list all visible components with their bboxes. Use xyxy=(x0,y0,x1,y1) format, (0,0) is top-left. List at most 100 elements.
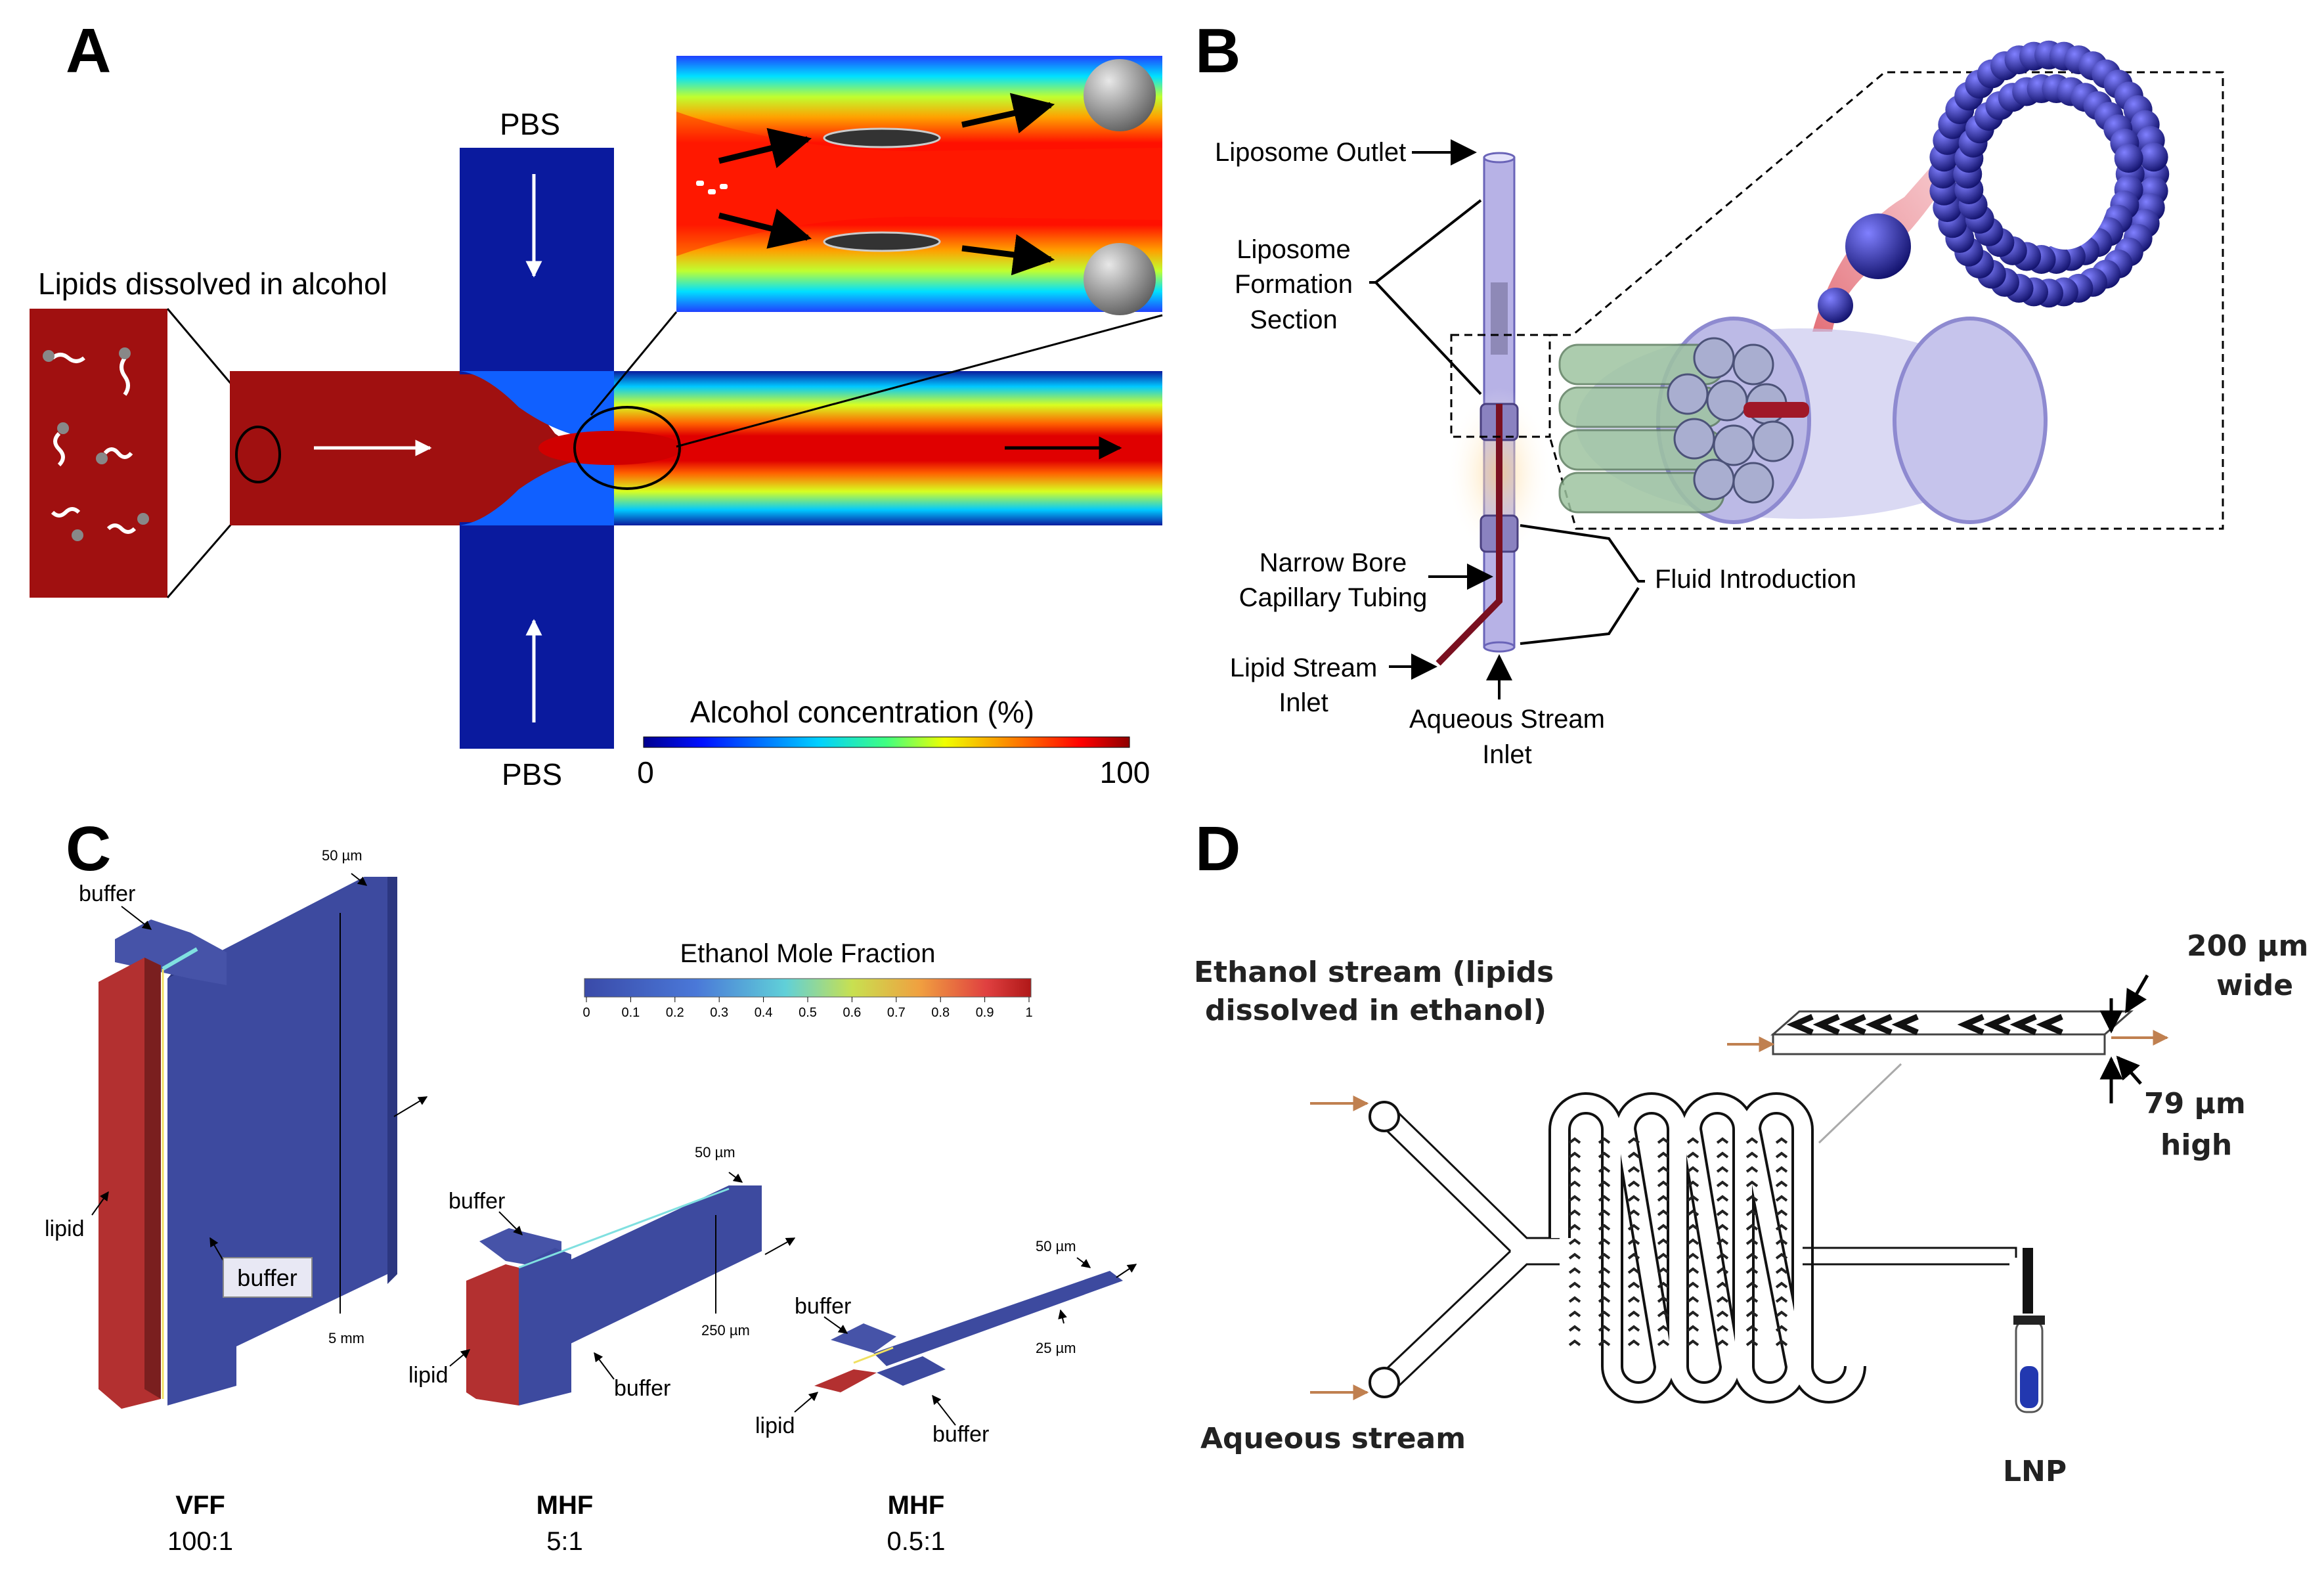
formation-label-2: Formation xyxy=(1235,270,1353,299)
mixer-groove xyxy=(1568,1325,1581,1332)
outlet-tubing xyxy=(2023,1248,2033,1314)
bilayer-disc-bottom xyxy=(823,231,941,252)
lipid-zoom-circle xyxy=(235,426,281,483)
mixer-groove xyxy=(1775,1224,1788,1231)
mixer-groove xyxy=(1686,1325,1699,1332)
junction-zoom-line-top xyxy=(590,311,678,416)
mixer-groove xyxy=(1745,1224,1759,1231)
mixer-groove xyxy=(1627,1252,1640,1260)
outer-tube-top xyxy=(1483,152,1516,164)
ethanol-colorbar-title: Ethanol Mole Fraction xyxy=(680,939,935,968)
mixer-groove xyxy=(1716,1137,1729,1144)
lipid-bead xyxy=(2139,143,2168,172)
mixer-groove xyxy=(1716,1209,1729,1216)
mixer-groove xyxy=(1745,1296,1759,1303)
mixer-groove xyxy=(1716,1224,1729,1231)
mixer-groove xyxy=(1568,1180,1581,1187)
mixer-groove xyxy=(1627,1310,1640,1317)
mixer-groove xyxy=(1716,1310,1729,1317)
mixer-groove xyxy=(1568,1137,1581,1144)
mixer-groove xyxy=(1716,1238,1729,1245)
mixer-groove xyxy=(1686,1310,1699,1317)
mixer-groove xyxy=(1657,1209,1670,1216)
pbs-top-channel xyxy=(460,148,614,374)
ethanol-tick-label: 0.3 xyxy=(710,1006,728,1020)
mhf1-name: MHF xyxy=(537,1491,594,1520)
mixer-groove xyxy=(1686,1296,1699,1303)
aqueous-inlet-port xyxy=(1369,1367,1400,1398)
mixer-groove xyxy=(1686,1252,1699,1260)
aqueous-stream-label: Aqueous stream xyxy=(1200,1422,1466,1455)
red-capillary xyxy=(1743,402,1809,418)
mixer-groove xyxy=(1657,1252,1670,1260)
mixer-groove xyxy=(1568,1339,1581,1346)
mixer-groove xyxy=(1627,1339,1640,1346)
vff-buffer-box-label: buffer xyxy=(237,1264,297,1291)
mhf2-lipid-label: lipid xyxy=(755,1413,795,1438)
aqueous-inlet-label-2: Inlet xyxy=(1482,740,1532,769)
outlet-channel-d xyxy=(1803,1247,2017,1266)
vff-buffer-inlet xyxy=(115,919,227,985)
herringbone-chevron xyxy=(2036,1013,2063,1036)
mixer-groove xyxy=(1627,1209,1640,1216)
formation-label-1: Liposome xyxy=(1237,235,1350,264)
inset-lipid-fragments xyxy=(696,181,728,194)
aqueous-inlet-label-1: Aqueous Stream xyxy=(1409,705,1605,734)
mixer-groove xyxy=(1598,1166,1611,1173)
mixer-groove xyxy=(1745,1180,1759,1187)
vff-ratio: 100:1 xyxy=(167,1527,233,1556)
inset-channel-front xyxy=(1772,1033,2106,1055)
panel-d: D Ethano xyxy=(1194,814,2308,1488)
mixer-groove xyxy=(1627,1151,1640,1159)
vff-right-face xyxy=(364,877,397,1284)
lipid-inlet-label-1: Lipid Stream xyxy=(1230,653,1378,682)
mixer-groove xyxy=(1745,1238,1759,1245)
mixer-groove xyxy=(1657,1180,1670,1187)
mhf1-dim-height: 250 µm xyxy=(701,1322,750,1339)
y-junction xyxy=(1378,1109,1560,1390)
mixer-groove xyxy=(1686,1281,1699,1289)
mhf1-buffer-top-label: buffer xyxy=(449,1189,505,1214)
mixer-groove xyxy=(1657,1267,1670,1274)
mhf2-buffer-top-label: buffer xyxy=(795,1294,851,1319)
herringbone-chevron xyxy=(1957,1013,1984,1036)
zoom-dashed-large xyxy=(1548,71,2224,530)
panel-d-dimension-arrows xyxy=(2099,974,2149,1103)
mixer-groove xyxy=(1568,1195,1581,1202)
mixer-groove xyxy=(1686,1195,1699,1202)
mixer-groove xyxy=(1716,1296,1729,1303)
mixer-groove xyxy=(1598,1252,1611,1260)
mixer-groove xyxy=(1775,1151,1788,1159)
mhf2-channel xyxy=(873,1271,1123,1366)
mixer-groove xyxy=(1775,1267,1788,1274)
mixer-groove xyxy=(1627,1195,1640,1202)
zoom-dashed-small xyxy=(1450,334,1551,438)
mixer-groove xyxy=(1627,1296,1640,1303)
height-label-1: 79 µm xyxy=(2144,1087,2246,1120)
mixer-groove xyxy=(1686,1224,1699,1231)
liposome-ring xyxy=(1928,40,2170,308)
glass-tube-end xyxy=(1893,317,2048,524)
junction-zoom-line-bottom xyxy=(676,314,1163,448)
mhf2-name: MHF xyxy=(888,1491,945,1520)
vff-buffer-top-label: buffer xyxy=(79,881,135,906)
ethanol-stream-label-1: Ethanol stream (lipids xyxy=(1194,956,1554,989)
mixer-groove xyxy=(1686,1166,1699,1173)
capillary-inner xyxy=(1496,404,1502,575)
ethanol-tick-label: 0.4 xyxy=(755,1006,773,1020)
mixer-groove xyxy=(1568,1166,1581,1173)
mixer-groove xyxy=(1686,1137,1699,1144)
mixer-groove xyxy=(1568,1151,1581,1159)
mixer-groove xyxy=(1775,1325,1788,1332)
inset-arrows xyxy=(718,93,1055,276)
width-label-1: 200 µm xyxy=(2187,929,2308,963)
mixer-groove xyxy=(1716,1339,1729,1346)
mhf2-buffer-top xyxy=(831,1323,896,1353)
mixer-groove xyxy=(1686,1339,1699,1346)
mixer-groove xyxy=(1627,1180,1640,1187)
herringbone-chevron xyxy=(1983,1013,2011,1036)
mixer-groove xyxy=(1568,1310,1581,1317)
mixer-groove xyxy=(1686,1267,1699,1274)
serpentine-mixer xyxy=(1548,1092,1866,1404)
mixer-groove xyxy=(1745,1166,1759,1173)
